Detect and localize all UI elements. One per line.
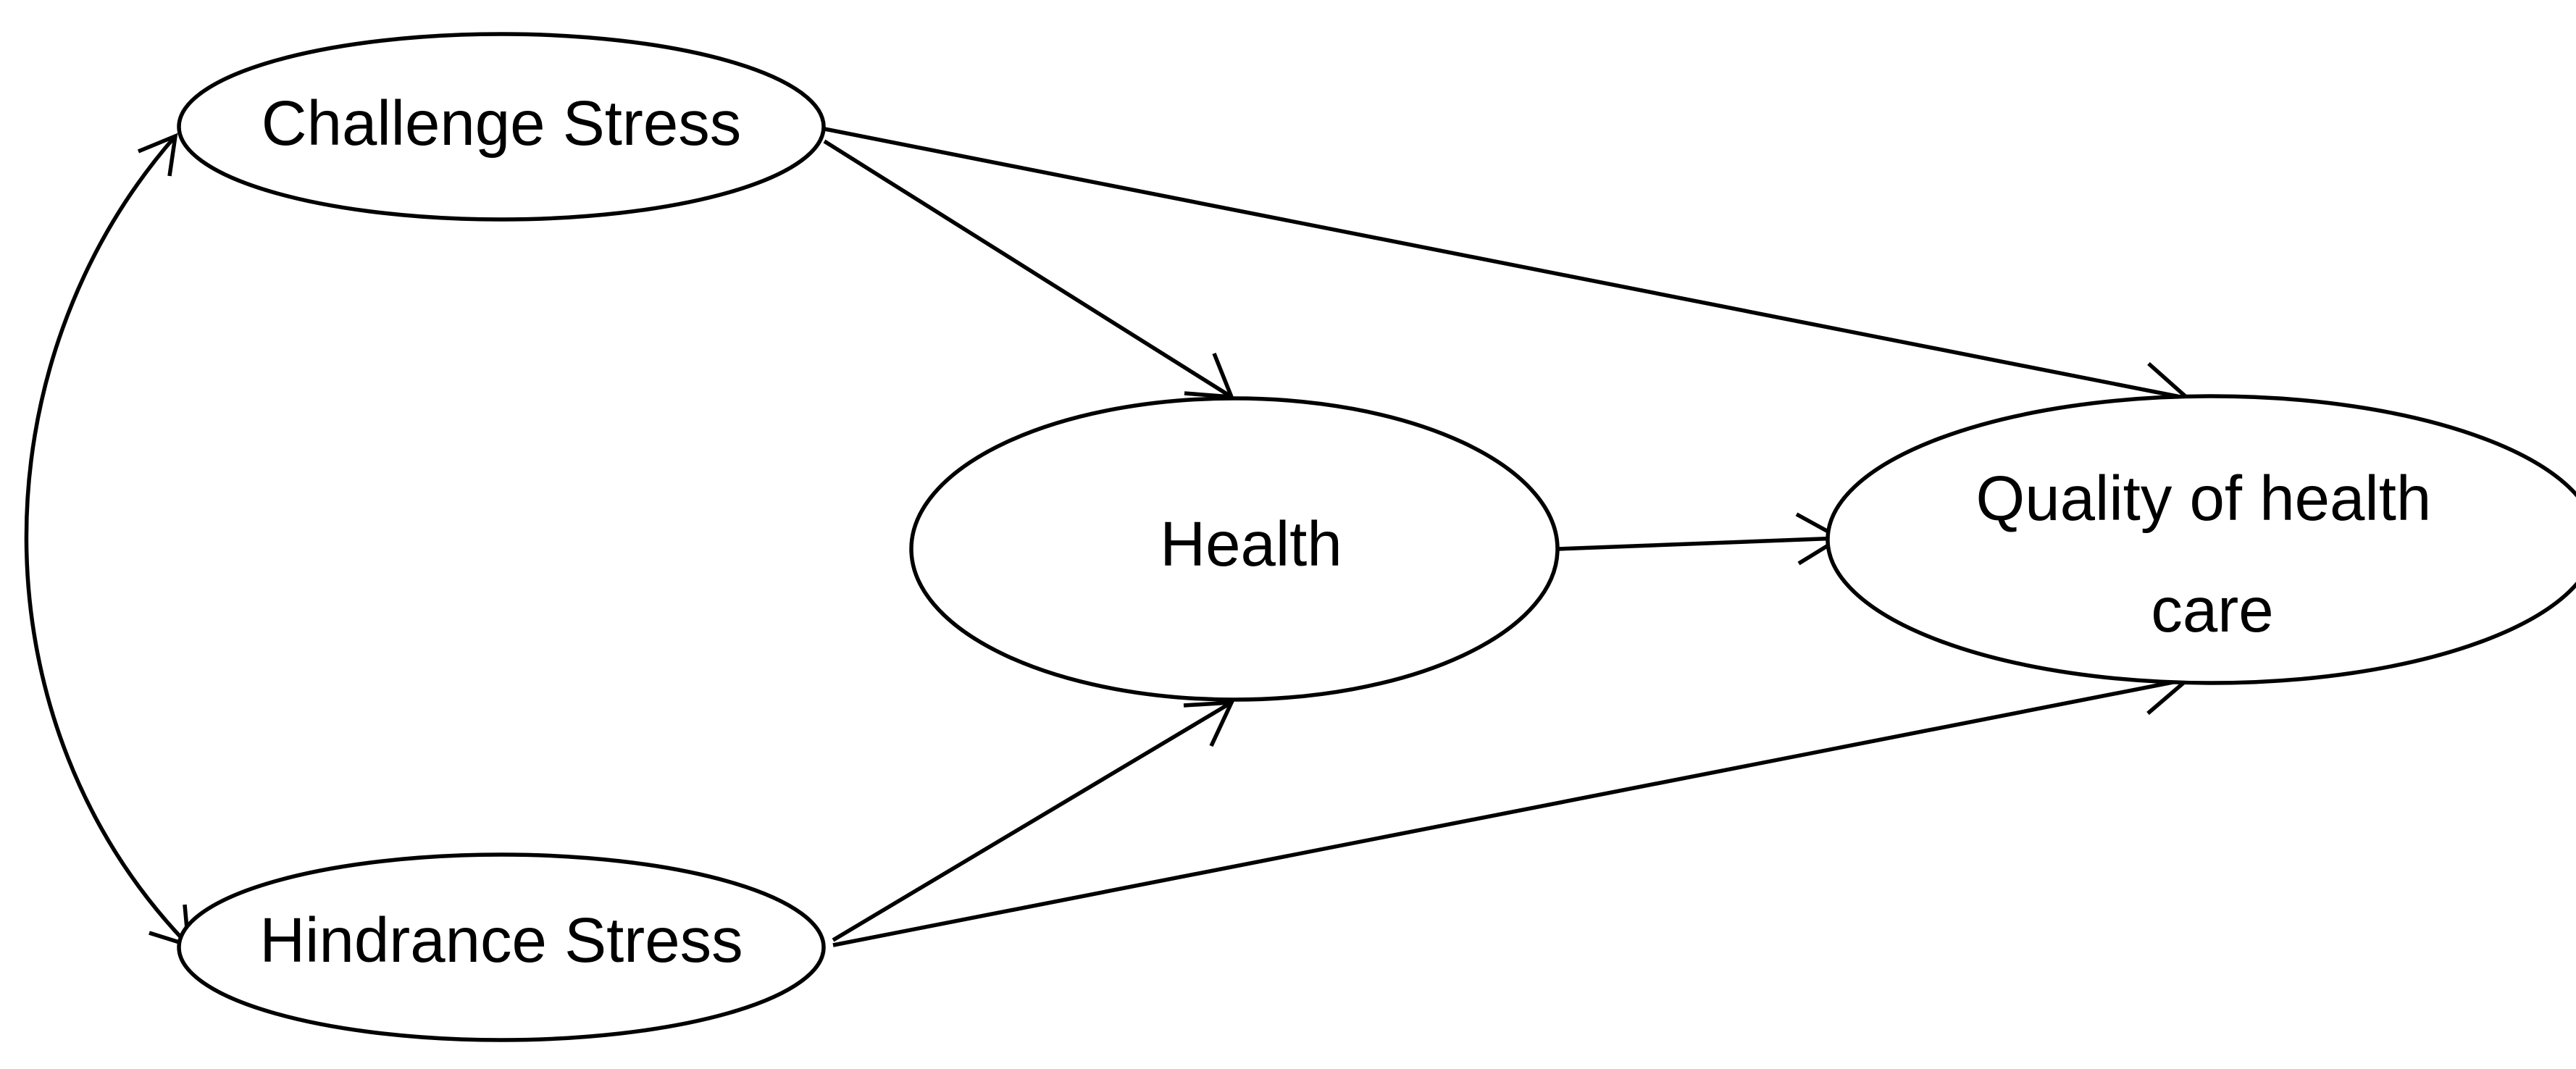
node-quality-label-line-2: care <box>2151 575 2273 645</box>
edge-challenge-hindrance-correlation <box>24 135 190 947</box>
node-challenge-stress: Challenge Stress <box>177 32 826 222</box>
arrowhead-correlation-top <box>137 133 178 177</box>
node-hindrance-stress-ellipse <box>177 852 826 1042</box>
node-quality-label: Quality of health care <box>1976 464 2449 645</box>
node-quality-ellipse <box>1826 394 2576 685</box>
node-hindrance-stress-label: Hindrance Stress <box>259 905 743 976</box>
edge-challenge-to-health <box>823 139 1233 399</box>
edge-challenge-to-quality <box>824 127 2188 401</box>
node-health-label: Health <box>1160 509 1342 579</box>
edge-hindrance-to-health <box>832 700 1233 942</box>
node-health-ellipse <box>909 396 1560 702</box>
edge-hindrance-to-quality <box>832 677 2188 947</box>
node-quality-of-health-care: Quality of health care <box>1826 394 2576 685</box>
node-quality-label-line-1: Quality of health <box>1976 464 2432 534</box>
node-challenge-stress-ellipse <box>177 32 826 222</box>
node-health: Health <box>909 396 1560 702</box>
node-hindrance-stress: Hindrance Stress <box>177 852 826 1042</box>
arrowhead-hindrance-to-health <box>1183 700 1235 747</box>
node-challenge-stress-label: Challenge Stress <box>262 88 742 159</box>
edge-health-to-quality <box>1557 536 1841 551</box>
